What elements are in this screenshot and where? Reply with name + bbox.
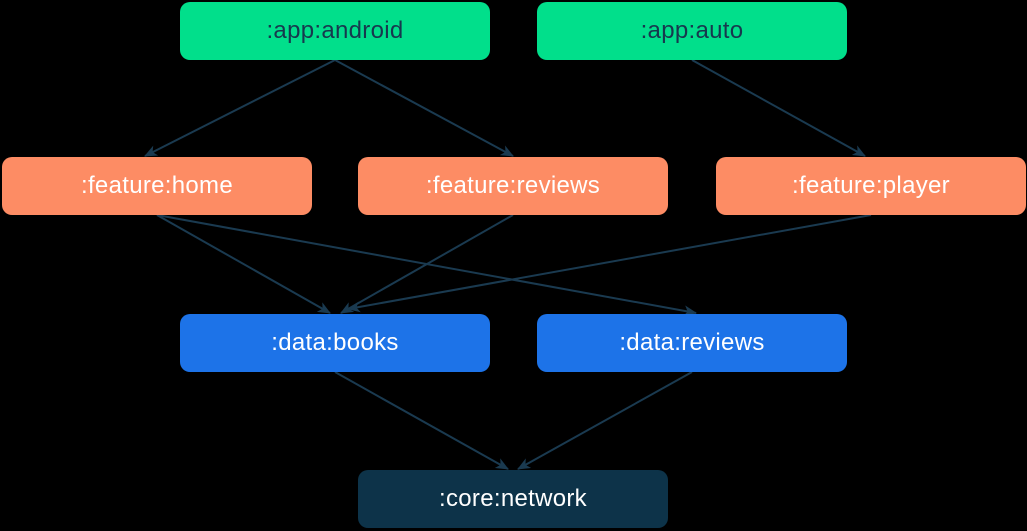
node-label: :feature:home bbox=[81, 172, 233, 199]
node-core-network: :core:network bbox=[358, 470, 668, 528]
edge-app-android-to-feature-reviews bbox=[334, 59, 514, 157]
node-label: :feature:player bbox=[792, 172, 950, 199]
edge-feature-home-to-data-books bbox=[156, 214, 331, 314]
edge-data-books-to-core-network bbox=[334, 371, 509, 470]
node-feature-home: :feature:home bbox=[2, 157, 312, 215]
node-label: :app:android bbox=[266, 17, 404, 44]
edge-feature-player-to-data-books bbox=[347, 214, 872, 313]
edges-group bbox=[144, 59, 872, 470]
node-feature-reviews: :feature:reviews bbox=[358, 157, 668, 215]
node-label: :data:books bbox=[271, 329, 399, 356]
edge-feature-reviews-to-data-books bbox=[340, 214, 514, 314]
node-data-books: :data:books bbox=[180, 314, 490, 372]
node-label: :data:reviews bbox=[619, 329, 765, 356]
node-label: :app:auto bbox=[640, 17, 744, 44]
node-feature-player: :feature:player bbox=[716, 157, 1026, 215]
node-label: :core:network bbox=[439, 485, 587, 512]
edge-app-android-to-feature-home bbox=[144, 59, 336, 157]
node-app-android: :app:android bbox=[180, 2, 490, 60]
node-label: :feature:reviews bbox=[425, 172, 601, 199]
node-app-auto: :app:auto bbox=[537, 2, 847, 60]
edge-data-reviews-to-core-network bbox=[517, 371, 693, 470]
node-data-reviews: :data:reviews bbox=[537, 314, 847, 372]
edge-app-auto-to-feature-player bbox=[691, 59, 866, 157]
